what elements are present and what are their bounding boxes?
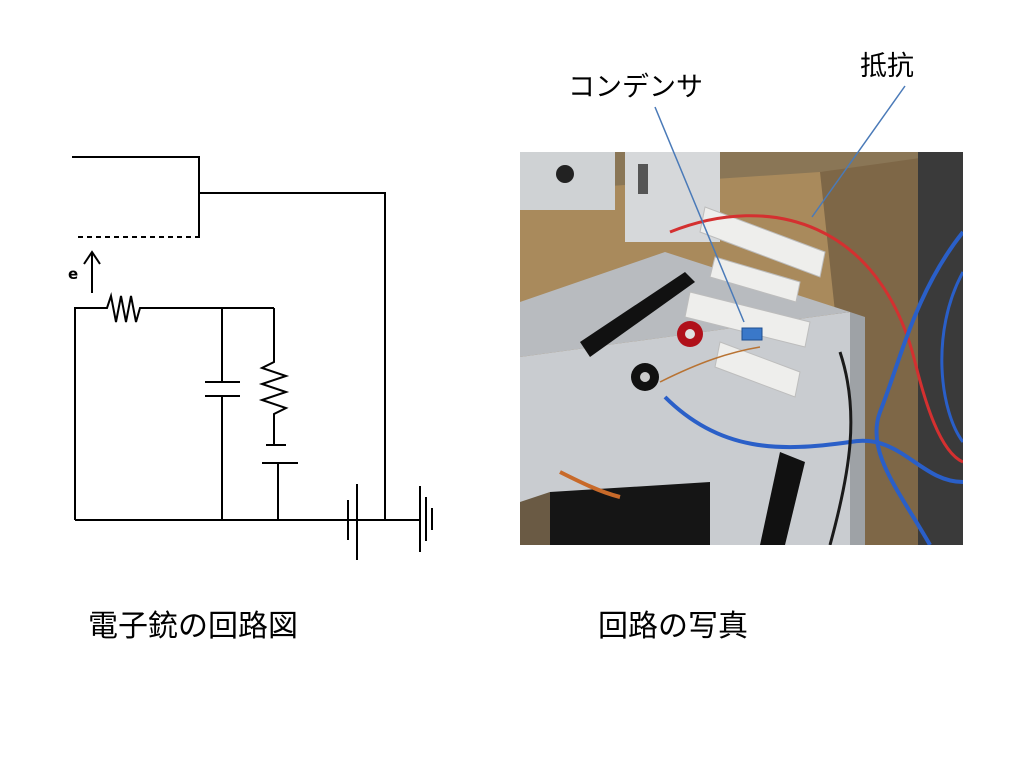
diagram-caption: 電子銃の回路図 — [88, 609, 298, 644]
capacitor-label: コンデンサ — [568, 72, 703, 103]
copper-lead — [659, 346, 761, 383]
series-resistor — [74, 292, 274, 520]
anode-wire — [199, 192, 386, 520]
photo-caption: 回路の写真 — [598, 609, 748, 644]
black-wire — [828, 351, 853, 545]
electron-gun-circuit-diagram: e — [68, 156, 433, 560]
gun-electrode-outline — [72, 156, 200, 238]
capacitor-component — [741, 327, 763, 341]
electron-label: e — [68, 265, 78, 283]
bias-resistor — [258, 308, 290, 445]
resistor-label: 抵抗 — [860, 51, 914, 82]
blue-wire-2 — [874, 230, 963, 545]
circuit-photo — [520, 152, 963, 545]
blue-wire-3 — [940, 271, 963, 443]
